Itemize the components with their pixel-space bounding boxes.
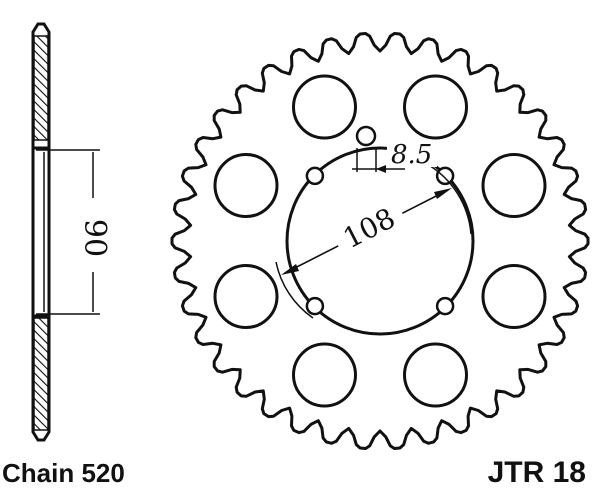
dimension-label-gap [329, 196, 409, 258]
bolt-hole [435, 166, 455, 186]
top-center-hole [355, 125, 377, 147]
thickness-dimension-label: 90 [77, 219, 112, 257]
chain-size-caption: Chain 520 [2, 458, 125, 488]
bolt-hole [435, 296, 455, 316]
lightening-hole [481, 264, 547, 329]
lightening-hole [481, 153, 547, 218]
bolt-hole [305, 296, 325, 316]
lightening-hole [213, 264, 279, 329]
front-view: 8.5 108 8.5 [170, 32, 590, 450]
profile-outline [31, 22, 51, 442]
lightening-hole [213, 153, 279, 218]
lightening-hole [403, 74, 468, 140]
lightening-holes [213, 74, 547, 408]
callout-label-bg [387, 140, 437, 167]
profile-hatch-top [33, 35, 49, 141]
bolt-hole-diameter-label: 8.5 [391, 140, 432, 170]
lightening-hole [292, 74, 357, 140]
bolt-circle-arc-right [426, 163, 472, 235]
dimension-arrow-right [434, 188, 452, 199]
bolt-holes [305, 166, 455, 316]
lightening-hole [403, 342, 468, 408]
bolt-hole [305, 166, 325, 186]
bolt-circle-arc-left [275, 261, 314, 319]
callout-arrow [376, 165, 386, 173]
part-number-caption: JTR 18 [487, 456, 586, 489]
profile-hatch-bottom [33, 317, 49, 431]
bolt-hole-callout: 8.5 [352, 125, 437, 173]
dimension-arrow-left [281, 264, 299, 275]
center-bore [285, 146, 475, 336]
lightening-hole [292, 342, 357, 408]
side-profile: 90 [31, 22, 112, 442]
